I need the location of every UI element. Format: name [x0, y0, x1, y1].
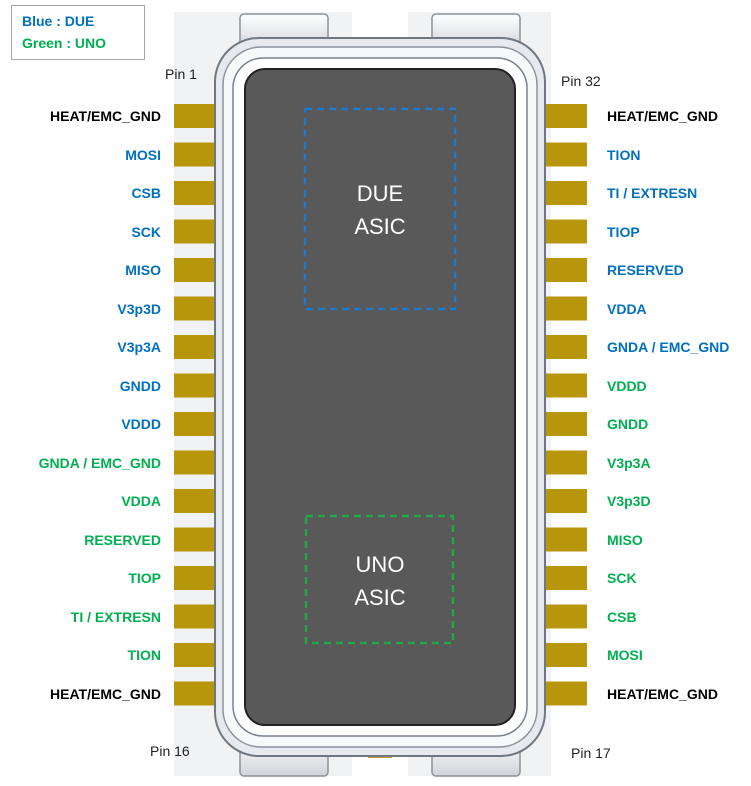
right-pad-1 [543, 104, 587, 128]
legend-box: Blue : DUE Green : UNO [11, 5, 145, 60]
right-pad-12 [543, 527, 587, 552]
right-pad-15 [543, 643, 587, 667]
left-pad-16 [174, 681, 218, 706]
left-pin-label: HEAT/EMC_GND [50, 108, 161, 124]
pin1-caption: Pin 1 [165, 66, 197, 82]
left-pin-label: HEAT/EMC_GND [50, 685, 161, 702]
right-pin-label: TIOP [607, 223, 640, 240]
pin32-caption: Pin 32 [561, 73, 601, 89]
right-pin-label: MISO [607, 531, 643, 548]
left-pad-9 [174, 412, 218, 436]
right-pad-9 [543, 412, 587, 436]
right-pin-label: CSB [607, 608, 637, 625]
left-pad-14 [174, 604, 218, 629]
right-pin-label: TION [607, 146, 641, 163]
right-pad-11 [543, 489, 587, 513]
left-pin-label: MOSI [125, 146, 161, 163]
left-pad-2 [174, 142, 218, 167]
right-pin-label: GNDA / EMC_GND [607, 339, 730, 355]
right-pin-label: RESERVED [607, 262, 684, 278]
right-pad-3 [543, 181, 587, 205]
left-pin-label: MISO [125, 262, 161, 278]
left-pad-5 [174, 258, 218, 282]
right-pin-label: HEAT/EMC_GND [607, 108, 718, 124]
left-pad-15 [174, 643, 218, 667]
legend-due: Blue : DUE [22, 13, 95, 29]
left-pin-label: V3p3D [117, 300, 161, 317]
legend-uno: Green : UNO [22, 35, 107, 51]
left-pad-4 [174, 219, 218, 244]
right-pin-label: SCK [607, 570, 637, 586]
right-pin-label: HEAT/EMC_GND [607, 685, 718, 702]
left-pin-label: TION [127, 647, 161, 663]
right-pad-2 [543, 142, 587, 167]
left-pin-label: VDDA [121, 493, 161, 509]
left-pad-11 [174, 489, 218, 513]
right-pad-13 [543, 566, 587, 590]
package-lid [244, 68, 516, 726]
left-pad-1 [174, 104, 218, 128]
right-pad-4 [543, 219, 587, 244]
uno-asic-label: UNO ASIC [305, 548, 455, 614]
left-pin-label: V3p3A [117, 339, 161, 355]
due-asic-line2: ASIC [354, 214, 406, 239]
right-pin-label: TI / EXTRESN [607, 185, 698, 201]
right-pin-label: V3p3D [607, 493, 651, 509]
left-pad-13 [174, 566, 218, 590]
left-pin-label: GNDD [119, 377, 161, 394]
right-pin-label: V3p3A [607, 454, 651, 471]
left-pin-label: GNDA / EMC_GND [38, 454, 161, 471]
left-pad-8 [174, 373, 218, 398]
uno-asic-outline [304, 514, 455, 645]
left-pad-10 [174, 450, 218, 475]
left-pad-6 [174, 296, 218, 321]
right-pin-label: MOSI [607, 647, 643, 663]
right-pad-10 [543, 450, 587, 475]
right-pad-7 [543, 335, 587, 359]
due-asic-label: DUE ASIC [305, 177, 455, 243]
left-pin-label: SCK [131, 223, 161, 240]
left-pad-3 [174, 181, 218, 205]
left-pin-label: VDDD [121, 416, 161, 432]
left-pin-label: CSB [131, 185, 161, 201]
left-pad-12 [174, 527, 218, 552]
left-pad-7 [174, 335, 218, 359]
right-pin-label: VDDD [607, 377, 647, 394]
due-asic-line1: DUE [356, 181, 404, 206]
pin16-caption: Pin 16 [150, 743, 190, 759]
right-pad-16 [543, 681, 587, 706]
left-pin-label: RESERVED [84, 531, 161, 548]
uno-asic-line2: ASIC [354, 585, 406, 610]
uno-asic-line1: UNO [355, 552, 405, 577]
right-pad-6 [543, 296, 587, 321]
pad-group [174, 104, 587, 706]
due-asic-outline [303, 107, 457, 311]
right-pad-5 [543, 258, 587, 282]
left-pin-label: TI / EXTRESN [70, 608, 161, 625]
right-pad-8 [543, 373, 587, 398]
right-pad-14 [543, 604, 587, 629]
pin17-caption: Pin 17 [571, 745, 611, 761]
right-pin-label: VDDA [607, 300, 647, 317]
left-pin-label: TIOP [128, 570, 161, 586]
right-pin-label: GNDD [607, 416, 649, 432]
